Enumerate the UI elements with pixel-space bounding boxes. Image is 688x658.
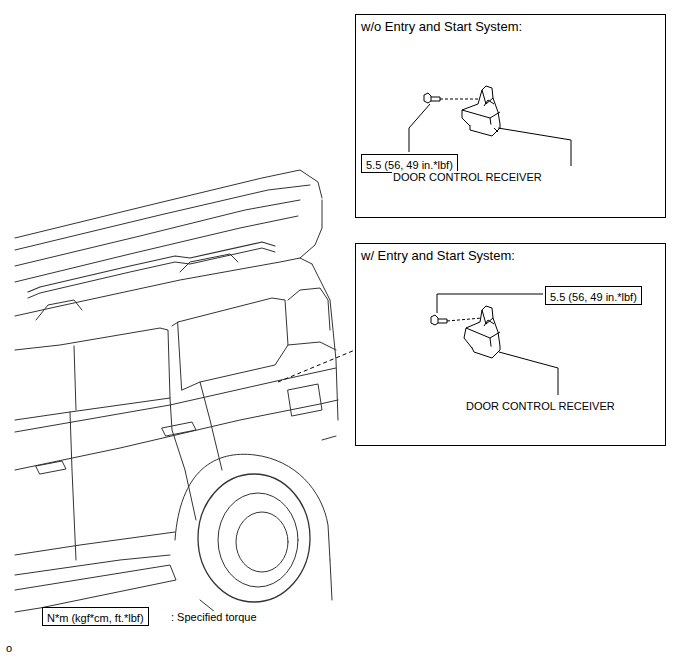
- figure-code: o: [5, 642, 13, 655]
- panel-heading: w/o Entry and Start System:: [356, 15, 527, 39]
- leader-line: [499, 352, 558, 395]
- legend-text: : Specified torque: [170, 611, 258, 624]
- receiver-and-bolt: [431, 306, 500, 358]
- part-name: DOOR CONTROL RECEIVER: [465, 400, 616, 413]
- leader-line: [498, 128, 571, 166]
- legend-torque-box: N*m (kgf*cm, ft.*lbf): [42, 607, 149, 626]
- panel-heading: w/ Entry and Start System:: [356, 244, 520, 268]
- torque-value: N*m (kgf*cm, ft.*lbf): [43, 610, 148, 627]
- receiver-and-bolt: [424, 86, 500, 136]
- torque-box: 5.5 (56, 49 in.*lbf): [545, 286, 642, 305]
- torque-value: 5.5 (56, 49 in.*lbf): [546, 289, 641, 306]
- leader-line: [409, 104, 430, 152]
- view-panel: w/ Entry and Start System: 5.5 (56, 49 in…: [355, 243, 666, 446]
- part-name: DOOR CONTROL RECEIVER: [392, 171, 543, 184]
- view-panel: w/o Entry and Start System:5.5 (56, 49 i…: [355, 14, 666, 218]
- locator-line: [278, 350, 355, 382]
- leader-line: [437, 294, 543, 313]
